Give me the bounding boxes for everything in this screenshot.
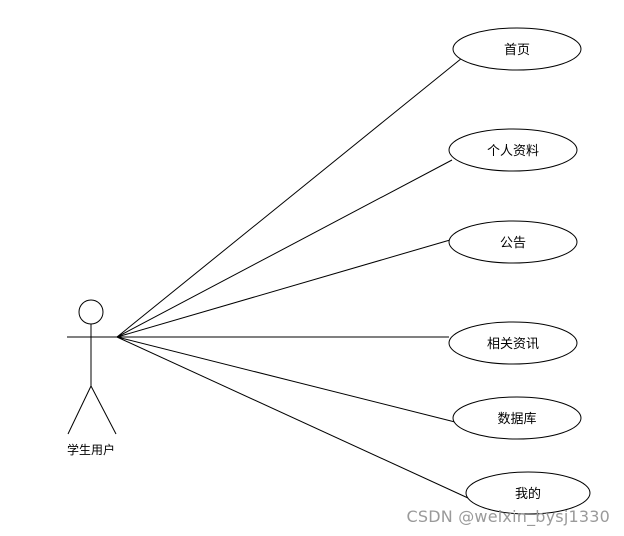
associations <box>67 57 469 499</box>
use-case-label: 相关资讯 <box>487 337 539 352</box>
use-case-ellipse <box>448 128 578 172</box>
actor-left-leg <box>67 385 92 435</box>
use-case-home: 首页 <box>452 27 582 71</box>
actor-label: 学生用户 <box>67 442 115 457</box>
use-case-label: 数据库 <box>497 411 536 427</box>
use-case-label: 我的 <box>515 486 541 502</box>
use-case-ellipse <box>448 321 578 365</box>
use-case-label: 首页 <box>504 43 530 58</box>
use-case-news: 相关资讯 <box>448 321 578 365</box>
use-case-notice: 公告 <box>448 220 578 264</box>
association-line-database <box>116 336 456 423</box>
association-line-home <box>116 57 463 338</box>
use-case-ellipse <box>448 220 578 264</box>
use-case-profile: 个人资料 <box>448 128 578 172</box>
use-case-ellipse <box>452 27 582 71</box>
use-case-mine: 我的 <box>465 471 591 515</box>
use-case-database: 数据库 <box>452 396 582 440</box>
use-case-label: 个人资料 <box>487 144 539 159</box>
use-case-ellipse <box>465 471 591 515</box>
use-case-ellipse <box>452 396 582 440</box>
actor-right-leg <box>90 385 117 435</box>
association-line-profile <box>116 159 453 338</box>
use-case-label: 公告 <box>500 236 526 251</box>
watermark-text: CSDN @weixin_bysj1330 <box>406 507 610 526</box>
association-line-notice <box>116 239 451 338</box>
association-line-mine <box>116 336 469 499</box>
actor-figure <box>67 299 117 435</box>
actor-head <box>78 299 104 325</box>
